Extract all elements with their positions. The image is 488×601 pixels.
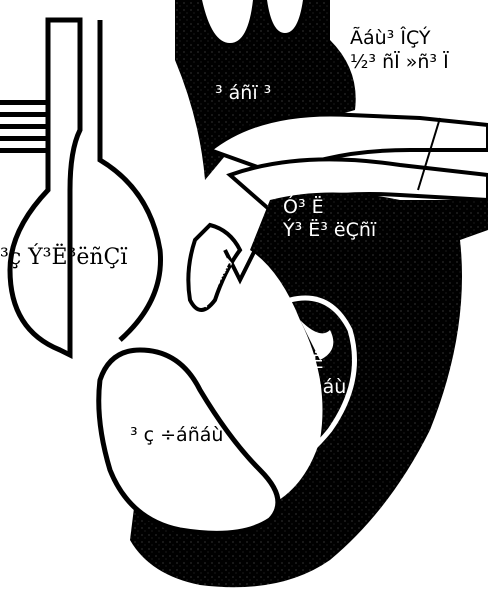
label-left-middle: ³ç Ý³Ë³ëñÇï (0, 245, 127, 270)
label-top-right-line1: Ãáù³ ÎÇÝ (350, 28, 430, 50)
label-right-lower-line2: ÷áñáù (283, 377, 346, 399)
vena-cava-shape (0, 20, 161, 355)
label-right-upper-line2: Ý³ Ë³ ëÇñï (283, 220, 376, 242)
label-bottom-center: ³ ç ÷áñáù (130, 425, 223, 447)
label-aorta: ³ áñï ³ (215, 83, 271, 105)
label-right-lower-line1: Ó³ Ë (283, 352, 324, 374)
label-right-upper-line1: Ó³ Ë (283, 197, 324, 219)
label-top-right-line2: ½³ ñÏ »ñ³ Ï (350, 52, 449, 74)
